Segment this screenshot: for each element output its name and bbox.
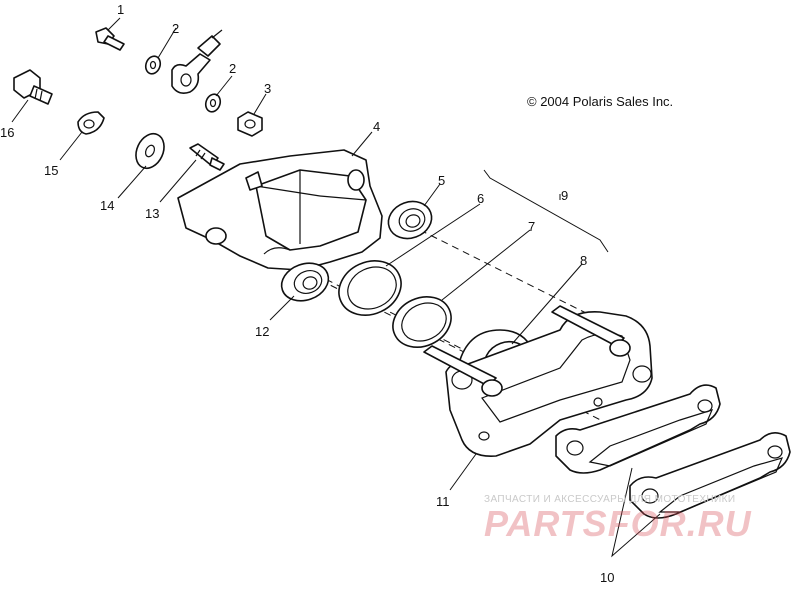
callout-7: 7: [528, 219, 535, 234]
callout-9: 9: [561, 188, 568, 203]
assembly-axis-line: [319, 279, 561, 401]
caliper-body-part-4: [177, 149, 383, 271]
leader-lines: [11, 17, 661, 558]
callout-12: 12: [255, 324, 269, 339]
callout-11: 11: [436, 494, 450, 509]
callout-6: 6: [477, 191, 484, 206]
callout-14: 14: [100, 198, 114, 213]
brake-pad-inner-part-10: [555, 384, 721, 474]
callout-8: 8: [580, 253, 587, 268]
callout-1: 1: [117, 2, 124, 17]
callout-3: 3: [264, 81, 271, 96]
kit-bracket-part-9: [483, 169, 609, 253]
crush-washer-part-2b: [204, 93, 222, 113]
seal-ring-part-6: [338, 260, 402, 316]
callout-13: 13: [145, 206, 159, 221]
caliper-bracket-part-11: [423, 305, 653, 457]
callout-10: 10: [600, 570, 614, 585]
callout-2: 2: [172, 21, 179, 36]
copyright-notice: © 2004 Polaris Sales Inc.: [527, 94, 674, 109]
banjo-bolt-part-1: [95, 27, 125, 51]
tab-washer-part-15: [77, 111, 105, 135]
watermark-tagline: ЗАПЧАСТИ И АКСЕССУАРЫ ДЛЯ МОТОТЕХНИКИ: [484, 494, 736, 505]
watermark-logo: PARTSFOR.RU: [484, 503, 752, 544]
callout-16: 16: [0, 125, 14, 140]
callout-5: 5: [438, 173, 445, 188]
crush-washer-part-2: [144, 55, 162, 75]
callout-15: 15: [44, 163, 58, 178]
callout-4: 4: [373, 119, 380, 134]
bushing-part-3: [237, 111, 263, 137]
banjo-fitting: [171, 29, 223, 94]
bleeder-pin-part-13: [189, 143, 225, 171]
flat-washer-part-14: [135, 132, 165, 170]
seal-ring-part-7: [392, 296, 452, 348]
bushing-boot-part-5: [387, 200, 433, 240]
bushing-boot-part-12: [280, 262, 330, 302]
bolt-part-16: [13, 69, 53, 105]
brake-pad-outer-part-10: [629, 432, 791, 519]
callout-2: 2: [229, 61, 236, 76]
